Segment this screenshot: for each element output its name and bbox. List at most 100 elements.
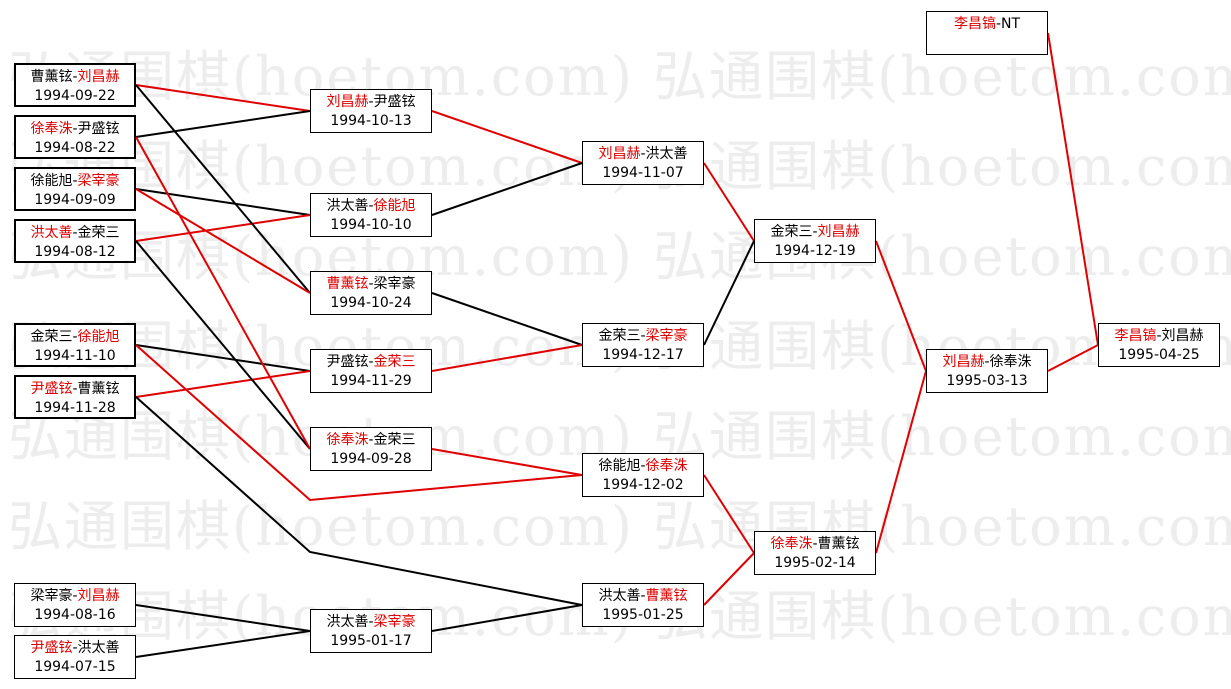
match-date: 1994-10-24 — [330, 295, 412, 311]
player-name: 刘昌赫 — [598, 146, 641, 162]
player-name: 徐奉洙 — [770, 536, 813, 552]
match-date: 1995-02-14 — [774, 555, 856, 571]
match-players: 徐奉洙-尹盛铉 — [30, 121, 120, 137]
player-name: 梁宰豪 — [373, 614, 416, 630]
bracket-connector — [431, 162, 583, 216]
match-date: 1994-09-28 — [330, 451, 412, 467]
match-players: 洪太善-曹薰铉 — [598, 588, 688, 604]
bracket-connector — [431, 110, 583, 164]
match-box[interactable]: 洪太善-金荣三 1994-08-12 — [14, 219, 136, 263]
match-box[interactable]: 洪太善-曹薰铉 1995-01-25 — [582, 583, 704, 627]
match-box[interactable]: 洪太善-梁宰豪 1995-01-17 — [310, 609, 432, 653]
match-date: 1995-01-17 — [330, 633, 412, 649]
match-date: 1994-11-07 — [602, 165, 684, 181]
match-box[interactable]: 曹薰铉-刘昌赫 1994-09-22 — [14, 63, 136, 107]
match-box[interactable]: 梁宰豪-刘昌赫 1994-08-16 — [14, 583, 136, 627]
match-box[interactable]: 刘昌赫-徐奉洙 1995-03-13 — [926, 349, 1048, 393]
match-box[interactable]: 徐能旭-梁宰豪 1994-09-09 — [14, 167, 136, 211]
match-date: 1994-08-22 — [34, 140, 116, 156]
match-box[interactable]: 曹薰铉-梁宰豪 1994-10-24 — [310, 271, 432, 315]
player-name: 金荣三 — [598, 328, 641, 344]
bracket-connector — [135, 188, 311, 294]
match-date: 1994-08-16 — [34, 607, 116, 623]
match-date: 1994-11-10 — [34, 348, 116, 364]
player-name: 徐奉洙 — [645, 458, 688, 474]
match-box[interactable]: 金荣三-刘昌赫 1994-12-19 — [754, 219, 876, 263]
player-name: 刘昌赫 — [942, 354, 985, 370]
player-name: 尹盛铉 — [77, 121, 120, 137]
match-players: 李昌镐-刘昌赫 — [1114, 328, 1204, 344]
player-name: 尹盛铉 — [373, 94, 416, 110]
match-date: 1994-08-12 — [34, 244, 116, 260]
match-players: 刘昌赫-洪太善 — [598, 146, 688, 162]
match-box[interactable]: 李昌镐-刘昌赫 1995-04-25 — [1098, 323, 1220, 367]
player-name: 李昌镐 — [1114, 328, 1157, 344]
match-box[interactable]: 徐奉洙-金荣三 1994-09-28 — [310, 427, 432, 471]
match-box[interactable]: 刘昌赫-洪太善 1994-11-07 — [582, 141, 704, 185]
match-box[interactable]: 徐奉洙-曹薰铉 1995-02-14 — [754, 531, 876, 575]
match-players: 尹盛铉-金荣三 — [326, 354, 416, 370]
player-name: 曹薰铉 — [817, 536, 860, 552]
bracket-connector — [135, 344, 583, 502]
match-players: 徐能旭-徐奉洙 — [598, 458, 688, 474]
player-name: 李昌镐 — [953, 16, 996, 32]
player-name: 刘昌赫 — [1161, 328, 1204, 344]
match-date: 1994-09-22 — [34, 88, 116, 104]
match-players: 金荣三-徐能旭 — [30, 329, 120, 345]
player-name: 尹盛铉 — [30, 640, 73, 656]
player-name: 梁宰豪 — [30, 588, 73, 604]
bracket-connector — [431, 292, 583, 346]
match-box[interactable]: 尹盛铉-洪太善 1994-07-15 — [14, 635, 136, 679]
player-name: 尹盛铉 — [30, 381, 73, 397]
bracket-connector — [1047, 32, 1099, 346]
player-name: 曹薰铉 — [326, 276, 369, 292]
match-players: 尹盛铉-曹薰铉 — [30, 381, 120, 397]
match-date: 1994-12-19 — [774, 243, 856, 259]
player-name: 尹盛铉 — [326, 354, 369, 370]
match-players: 金荣三-梁宰豪 — [598, 328, 688, 344]
player-name: 梁宰豪 — [373, 276, 416, 292]
player-name: 金荣三 — [770, 224, 813, 240]
player-name: 徐能旭 — [30, 173, 73, 189]
bracket-connector — [135, 84, 311, 294]
match-box[interactable]: 徐能旭-徐奉洙 1994-12-02 — [582, 453, 704, 497]
match-players: 洪太善-梁宰豪 — [326, 614, 416, 630]
bracket-connector — [135, 604, 311, 632]
match-box[interactable]: 洪太善-徐能旭 1994-10-10 — [310, 193, 432, 237]
match-players: 洪太善-徐能旭 — [326, 198, 416, 214]
match-box[interactable]: 李昌镐-NT — [926, 11, 1048, 55]
bracket-connector — [431, 604, 583, 632]
match-box[interactable]: 金荣三-梁宰豪 1994-12-17 — [582, 323, 704, 367]
player-name: 金荣三 — [30, 329, 73, 345]
bracket-connector — [135, 240, 311, 450]
match-box[interactable]: 徐奉洙-尹盛铉 1994-08-22 — [14, 115, 136, 159]
bracket-connector — [135, 188, 311, 216]
match-date: 1995-04-25 — [1118, 347, 1200, 363]
match-date: 1994-07-15 — [34, 659, 116, 675]
match-date: 1994-11-28 — [34, 400, 116, 416]
bracket-connector — [135, 214, 311, 242]
match-box[interactable]: 刘昌赫-尹盛铉 1994-10-13 — [310, 89, 432, 133]
player-name: 刘昌赫 — [77, 69, 120, 85]
match-box[interactable]: 尹盛铉-曹薰铉 1994-11-28 — [14, 375, 136, 419]
player-name: 洪太善 — [326, 614, 369, 630]
match-date: 1994-11-29 — [330, 373, 412, 389]
player-name: 徐能旭 — [373, 198, 416, 214]
match-players: 李昌镐-NT — [953, 16, 1021, 32]
player-name: 梁宰豪 — [77, 173, 120, 189]
player-name: 金荣三 — [77, 225, 120, 241]
bracket-connector — [431, 344, 583, 372]
bracket-connector — [135, 84, 311, 112]
match-box[interactable]: 金荣三-徐能旭 1994-11-10 — [14, 323, 136, 367]
bracket-connector — [703, 474, 755, 554]
match-date: 1994-09-09 — [34, 192, 116, 208]
bracket-connector — [875, 240, 927, 372]
player-name: 徐能旭 — [598, 458, 641, 474]
player-name: 洪太善 — [326, 198, 369, 214]
match-players: 梁宰豪-刘昌赫 — [30, 588, 120, 604]
match-box[interactable]: 尹盛铉-金荣三 1994-11-29 — [310, 349, 432, 393]
bracket-connector — [135, 630, 311, 658]
match-date: 1994-10-10 — [330, 217, 412, 233]
player-name: 梁宰豪 — [645, 328, 688, 344]
match-date: 1994-10-13 — [330, 113, 412, 129]
